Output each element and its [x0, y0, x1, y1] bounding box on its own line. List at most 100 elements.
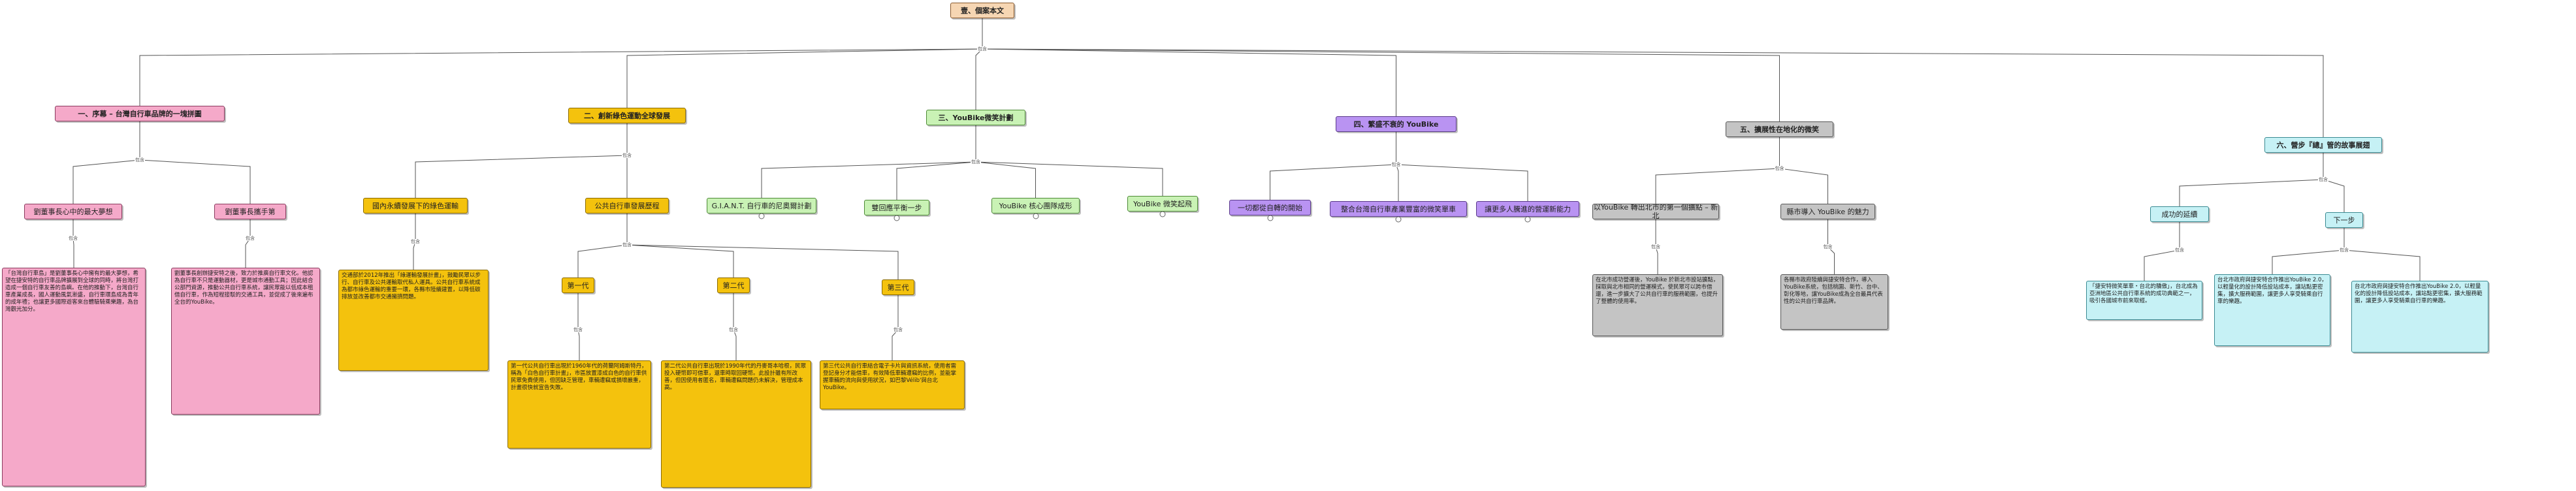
connector-line	[1655, 219, 1658, 274]
connector-line	[982, 18, 1396, 116]
connector-line	[2272, 228, 2345, 274]
connector-line	[72, 219, 74, 268]
branch-5-child-2-note-text: 各縣市政府陸續與捷安特合作，導入YouBike系統，包括桃園、新竹、台中、彰化等…	[1784, 277, 1883, 305]
connector-label: 包含	[1774, 166, 1785, 171]
connector-line	[577, 293, 580, 360]
connector-line	[892, 295, 899, 360]
branch-3-child-1-label: G.I.A.N.T. 自行車的尼奧爾計劃	[711, 201, 812, 210]
branch-1-child-1[interactable]: 劉董事長心中的最大夢想	[24, 204, 122, 219]
branch-6-child-1[interactable]: 成功的延續	[2150, 206, 2209, 222]
connector-label: 包含	[245, 236, 255, 241]
generation-1[interactable]: 第一代	[562, 277, 594, 293]
branch-5-child-1[interactable]: 以YouBike 轉出北市的第一個擴點 – 新北	[1592, 204, 1719, 219]
connector-label: 包含	[573, 327, 583, 332]
branch-5[interactable]: 五、擴展性在地化的微笑	[1726, 121, 1833, 137]
branch-1-child-1-note-text: 「台灣自行車島」是劉董事長心中擁有的最大夢想，希望在捷安特的自行車品牌擴展到全球…	[5, 270, 139, 313]
connector-label: 包含	[893, 327, 903, 332]
root-label: 壹、個案本文	[961, 6, 1004, 15]
branch-3[interactable]: 三、YouBike微笑計劃	[926, 110, 1025, 125]
connector-label: 包含	[1822, 244, 1833, 249]
generation-1-note: 第一代公共自行車出現於1960年代的荷蘭阿姆斯特丹，稱為「白色自行車計畫」，市區…	[507, 360, 651, 449]
branch-4-child-2[interactable]: 整合台灣自行車產業豐富的微笑單車	[1330, 201, 1467, 217]
branch-6-child-1-note-text: 「捷安特微笑單車・台北的驕傲」，台北成為亞洲地區公共自行車系統的成功典範之一，吸…	[2089, 283, 2198, 304]
branch-3-label: 三、YouBike微笑計劃	[938, 113, 1014, 122]
connector-line	[415, 123, 628, 198]
branch-3-child-2[interactable]: 雙回應平衡一步	[864, 200, 929, 215]
branch-1-label: 一、序幕 – 台灣自行車品牌的一塊拼圖	[78, 109, 202, 118]
generation-2-note: 第二代公共自行車出現於1990年代的丹麥哥本哈根，民眾投入硬幣即可借車，還車時取…	[661, 360, 811, 488]
connector-line	[626, 214, 899, 279]
branch-2[interactable]: 二、創新綠色運動全球發展	[568, 108, 686, 123]
branch-1-child-2[interactable]: 劉董事長攜手第	[214, 204, 286, 219]
connector-line	[982, 18, 1780, 121]
connector-label: 包含	[1391, 162, 1402, 167]
generation-3-note-text: 第三代公共自行車結合電子卡片與資訊系統，使用者需登記身分才能借車，有效降低車輛遭…	[823, 363, 957, 391]
branch-3-child-1[interactable]: G.I.A.N.T. 自行車的尼奧爾計劃	[707, 198, 816, 214]
branch-6-child-2-note-text: 台北市政府與捷安特合作推出YouBike 2.0，以輕量化的設計降低設站成本，讓…	[2217, 277, 2327, 305]
connector-line	[761, 125, 976, 198]
branch-6[interactable]: 六、營步『總』管的故事展翅	[2264, 137, 2382, 153]
connector-line	[975, 125, 1163, 196]
branch-6-child-1-note: 「捷安特微笑單車・台北的驕傲」，台北成為亞洲地區公共自行車系統的成功典範之一，吸…	[2086, 281, 2202, 320]
expand-toggle-icon[interactable]	[1395, 216, 1402, 223]
connector-label: 包含	[2339, 247, 2349, 253]
branch-3-child-4-label: YouBike 微笑起飛	[1133, 199, 1192, 208]
generation-2[interactable]: 第二代	[717, 277, 750, 293]
connector-line	[982, 18, 2324, 137]
branch-1[interactable]: 一、序幕 – 台灣自行車品牌的一塊拼圖	[55, 106, 225, 121]
branch-6-child-2[interactable]: 下一步	[2325, 212, 2363, 228]
connector-label: 包含	[1650, 244, 1661, 249]
generation-3[interactable]: 第三代	[882, 279, 914, 295]
connector-line	[1270, 132, 1396, 200]
branch-1-child-2-note-text: 劉董事長創辦捷安特之後，致力於推廣自行車文化。他認為自行車不只是運動器材，更是城…	[174, 270, 314, 306]
branch-4-child-1[interactable]: 一切都從自轉的開始	[1229, 200, 1311, 215]
branch-1-child-1-label: 劉董事長心中的最大夢想	[33, 207, 113, 216]
branch-2-child-1[interactable]: 國內永續發展下的綠色運輸	[363, 198, 468, 214]
branch-2-child-2[interactable]: 公共自行車發展歷程	[585, 198, 669, 214]
connector-line	[1827, 219, 1835, 274]
connector-label: 包含	[971, 159, 981, 165]
branch-3-child-4[interactable]: YouBike 微笑起飛	[1127, 196, 1198, 212]
branch-4-child-3[interactable]: 讓更多人騰進的營運新能力	[1476, 201, 1579, 217]
connector-line	[1655, 137, 1780, 204]
connector-label: 包含	[2318, 177, 2328, 182]
generation-3-label: 第三代	[887, 283, 909, 292]
generation-2-note-text: 第二代公共自行車出現於1990年代的丹麥哥本哈根，民眾投入硬幣即可借車，還車時取…	[664, 363, 807, 391]
branch-3-child-3[interactable]: YouBike 核心團隊成形	[991, 198, 1080, 214]
branch-4-child-3-label: 讓更多人騰進的營運新能力	[1485, 204, 1571, 214]
branch-4[interactable]: 四、繁盛不衰的 YouBike	[1336, 116, 1457, 132]
branch-5-child-2[interactable]: 縣市導入 YouBike 的魅力	[1780, 204, 1875, 219]
expand-toggle-icon[interactable]	[1033, 213, 1038, 219]
branch-4-label: 四、繁盛不衰的 YouBike	[1353, 119, 1439, 129]
branch-5-child-2-label: 縣市導入 YouBike 的魅力	[1786, 207, 1869, 216]
branch-1-child-2-note: 劉董事長創辦捷安特之後，致力於推廣自行車文化。他認為自行車不只是運動器材，更是城…	[171, 268, 320, 415]
branch-2-child-1-label: 國內永續發展下的綠色運輸	[372, 201, 459, 210]
connector-line	[245, 219, 251, 268]
generation-2-label: 第二代	[722, 281, 745, 290]
connector-line	[1779, 137, 1828, 204]
branch-6-label: 六、營步『總』管的故事展翅	[2276, 140, 2370, 150]
expand-toggle-icon[interactable]	[758, 213, 765, 219]
expand-toggle-icon[interactable]	[894, 215, 900, 221]
expand-toggle-icon[interactable]	[1159, 211, 1166, 217]
root-node[interactable]: 壹、個案本文	[950, 3, 1014, 18]
branch-3-child-3-label: YouBike 核心團隊成形	[999, 201, 1072, 210]
connector-line	[413, 214, 416, 270]
connector-line	[733, 293, 737, 360]
connector-label: 包含	[622, 153, 632, 158]
branch-6-child-1-label: 成功的延續	[2161, 210, 2198, 219]
generation-1-label: 第一代	[567, 281, 589, 290]
connector-line	[577, 214, 628, 277]
expand-toggle-icon[interactable]	[1524, 216, 1531, 223]
connector-line	[896, 125, 976, 200]
generation-1-note-text: 第一代公共自行車出現於1960年代的荷蘭阿姆斯特丹，稱為「白色自行車計畫」，市區…	[511, 363, 647, 391]
branch-2-child-2-label: 公共自行車發展歷程	[594, 201, 660, 210]
branch-5-child-1-note-text: 在北市成功營運後，YouBike 於新北市設站擴點，採取與北市相同的營運模式，使…	[1596, 277, 1719, 305]
expand-toggle-icon[interactable]	[1267, 215, 1273, 221]
connector-line	[72, 121, 140, 204]
branch-3-child-2-label: 雙回應平衡一步	[871, 203, 922, 212]
generation-3-note: 第三代公共自行車結合電子卡片與資訊系統，使用者需登記身分才能借車，有效降低車輛遭…	[820, 360, 965, 409]
connector-label: 包含	[2174, 247, 2185, 253]
connector-line	[1396, 132, 1528, 201]
